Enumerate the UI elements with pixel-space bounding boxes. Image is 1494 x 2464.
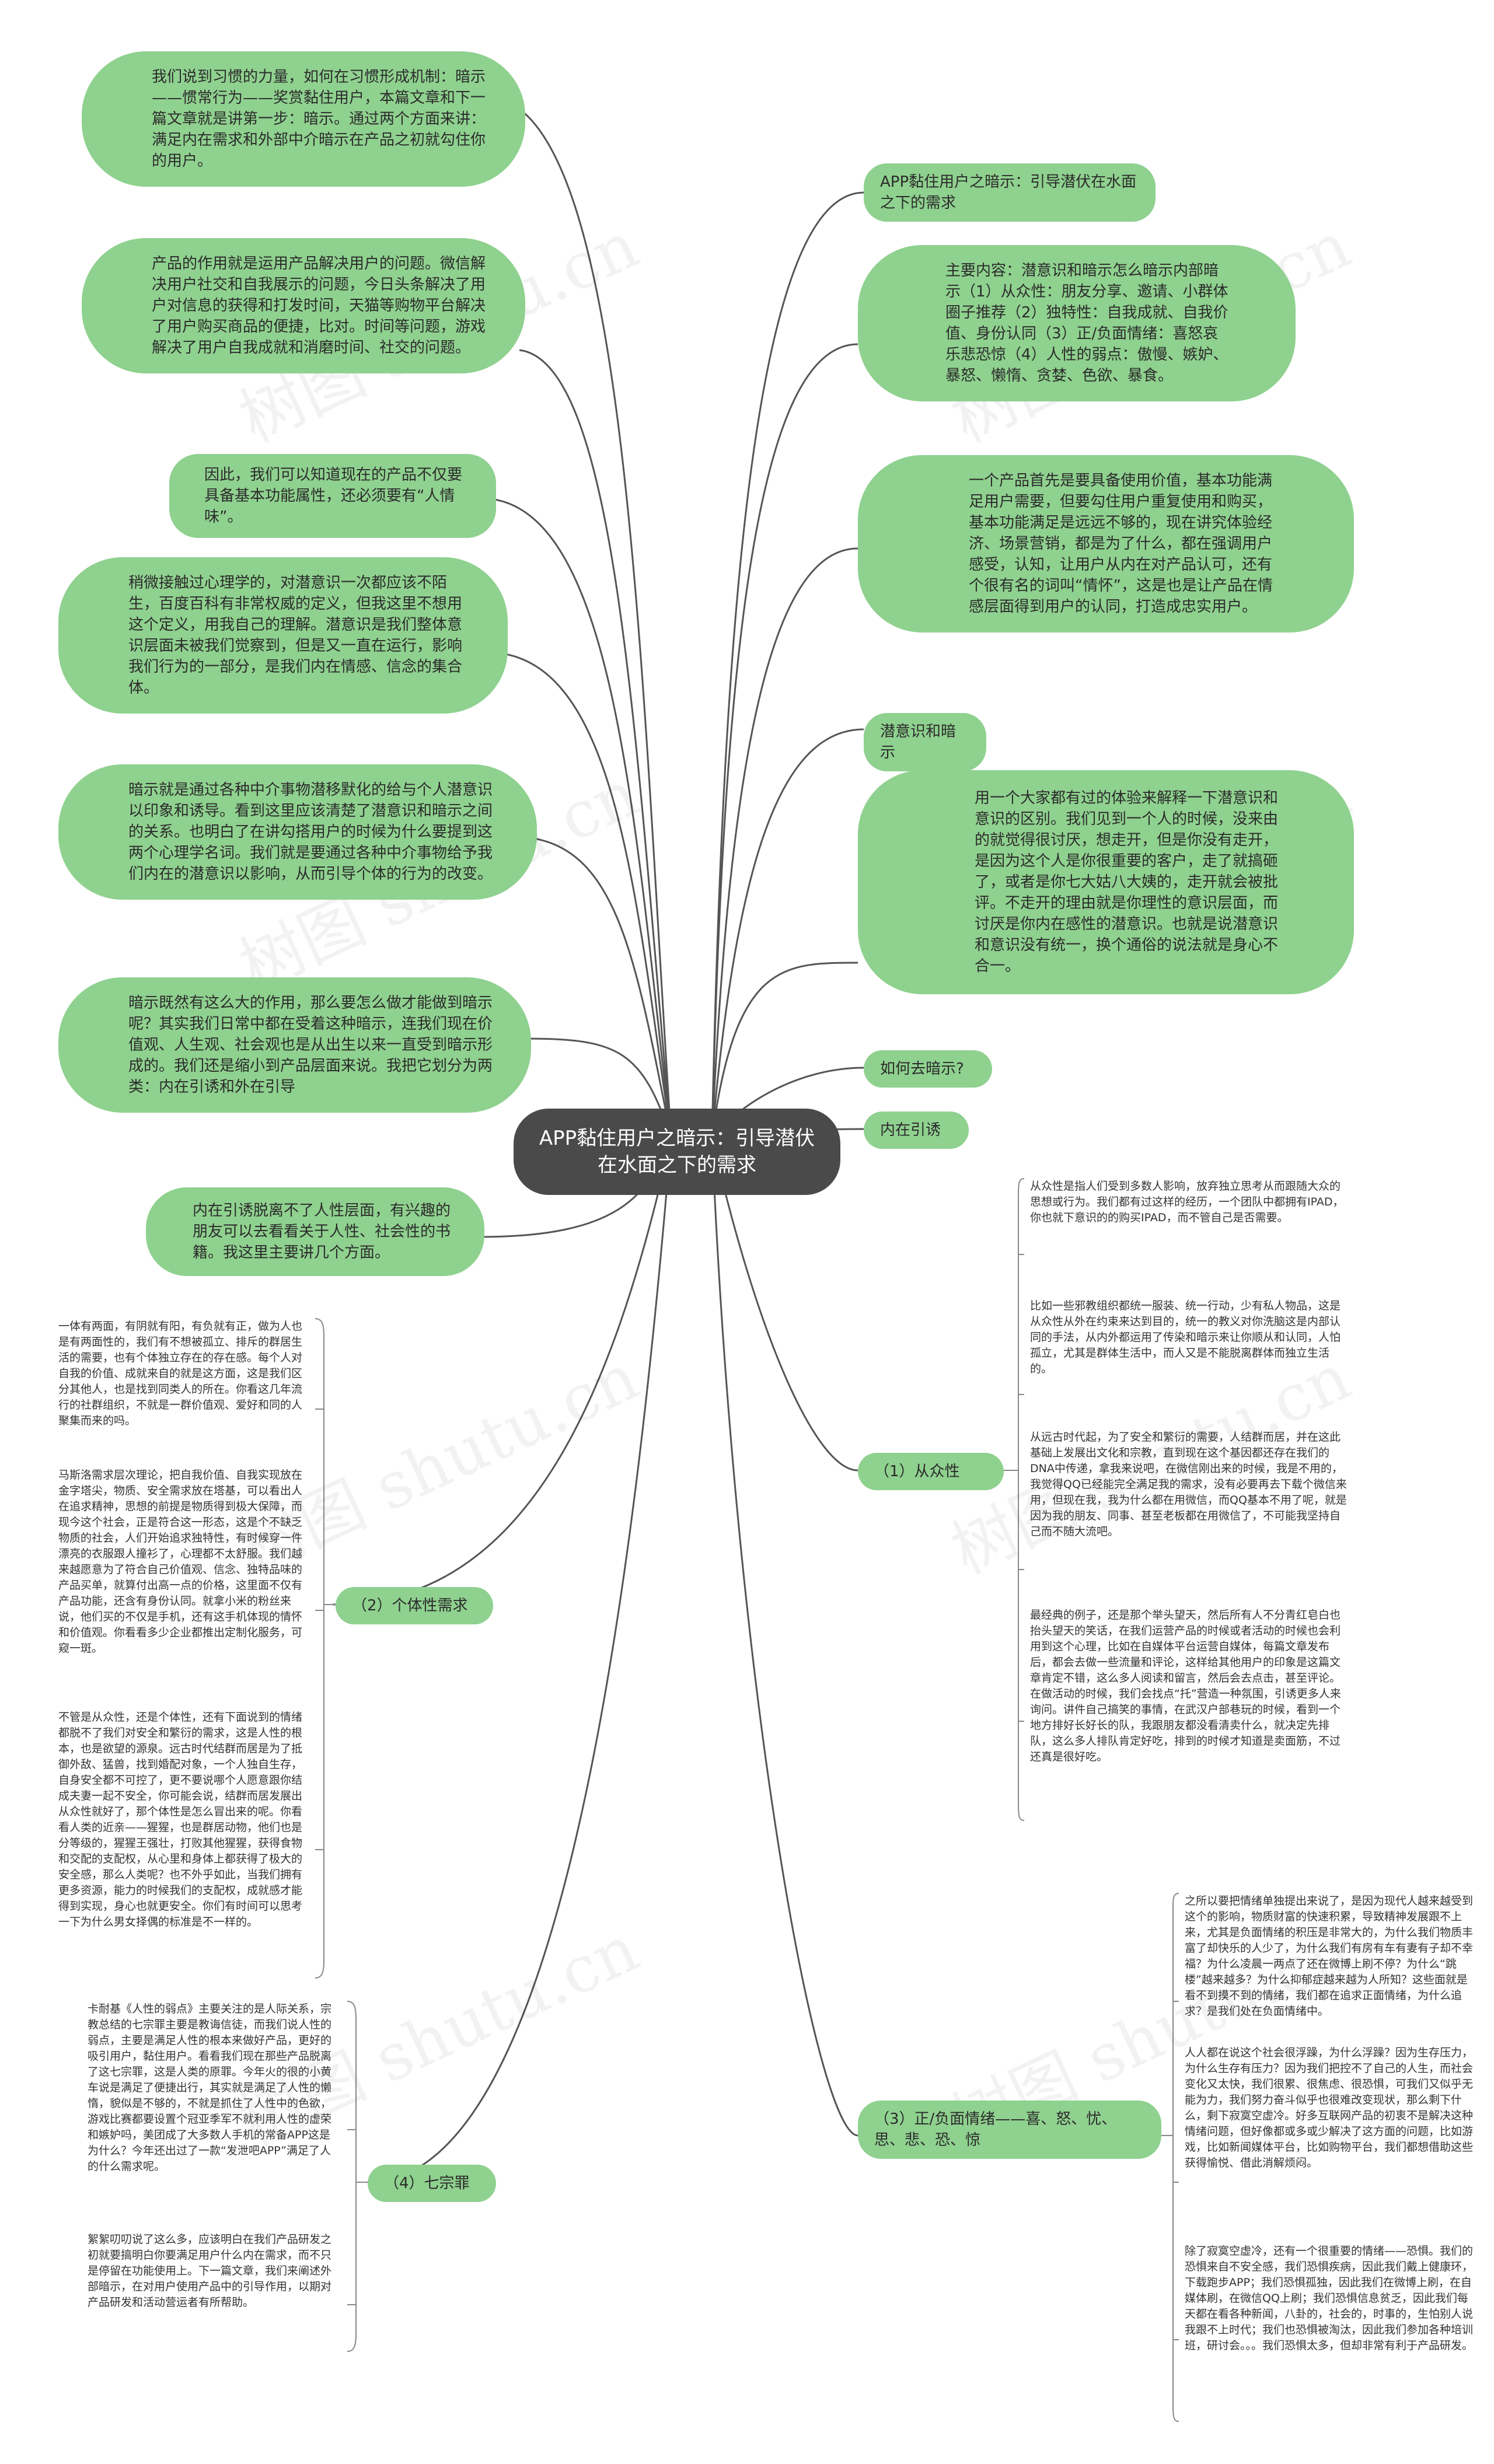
- branch-emotion[interactable]: （3）正/负面情绪——喜、怒、忧、思、悲、恐、惊: [858, 2100, 1161, 2159]
- right-bubble-experience[interactable]: 用一个大家都有过的体验来解释一下潜意识和意识的区别。我们见到一个人的时候，没来由…: [858, 770, 1354, 994]
- conformity-note-2: 比如一些邪教组织都统一服装、统一行动，少有私人物品，这是从众性从外在约束来达到目…: [1030, 1299, 1341, 1375]
- left-bubble-inner-temptation[interactable]: 内在引诱脱离不了人性层面，有兴趣的朋友可以去看看关于人性、社会性的书籍。我这里主…: [146, 1187, 484, 1276]
- left-bubble-how-to-suggest[interactable]: 暗示既然有这么大的作用，那么要怎么做才能做到暗示呢？其实我们日常中都在受着这种暗…: [58, 977, 531, 1113]
- left-bubble-habit[interactable]: 我们说到习惯的力量，如何在习惯形成机制：暗示——惯常行为——奖赏黏住用户，本篇文…: [82, 51, 525, 187]
- seven-sins-note-2: 絮絮叨叨说了这么多，应该明白在我们产品研发之初就要搞明白你要满足用户什么内在需求…: [88, 2233, 332, 2309]
- left-bubble-suggestion[interactable]: 暗示就是通过各种中介事物潜移默化的给与个人潜意识以印象和诱导。看到这里应该清楚了…: [58, 764, 537, 900]
- individuality-note-3: 不管是从众性，还是个体性，还有下面说到的情绪都脱不了我们对安全和繁衍的需求，这是…: [58, 1711, 303, 1928]
- branch-individuality[interactable]: （2）个体性需求: [336, 1587, 493, 1624]
- branch-seven-sins[interactable]: （4）七宗罪: [368, 2165, 496, 2202]
- right-pill-inner[interactable]: 内在引诱: [864, 1112, 969, 1149]
- root-node[interactable]: APP黏住用户之暗示：引导潜伏在水面之下的需求: [514, 1109, 840, 1195]
- right-bubble-main-content[interactable]: 主要内容：潜意识和暗示怎么暗示内部暗示（1）从众性：朋友分享、邀请、小群体圈子推…: [858, 245, 1296, 401]
- emotion-note-1: 之所以要把情绪单独提出来说了，是因为现代人越来越受到这个的影响，物质财富的快速积…: [1185, 1895, 1474, 2018]
- conformity-note-3: 从远古时代起，为了安全和繁衍的需要，人结群而居，并在这此基础上发展出文化和宗教，…: [1030, 1431, 1347, 1538]
- left-bubble-human-touch[interactable]: 因此，我们可以知道现在的产品不仅要具备基本功能属性，还必须要有“人情味”。: [169, 454, 496, 538]
- individuality-note-1: 一体有两面，有阴就有阳，有负就有正，做为人也是有两面性的，我们有不想被孤立、排斥…: [58, 1320, 303, 1427]
- conformity-note-1: 从众性是指人们受到多数人影响，放弃独立思考从而跟随大众的思想或行为。我们都有过这…: [1030, 1180, 1344, 1224]
- right-pill-subconscious[interactable]: 潜意识和暗示: [864, 713, 986, 771]
- conformity-note-4: 最经典的例子，还是那个举头望天，然后所有人不分青红皂白也抬头望天的笑话，在我们运…: [1030, 1609, 1341, 1763]
- right-pill-how[interactable]: 如何去暗示?: [864, 1050, 992, 1088]
- individuality-note-2: 马斯洛需求层次理论，把自我价值、自我实现放在金字塔尖，物质、安全需求放在塔基，可…: [58, 1469, 303, 1655]
- right-bubble-product-basis[interactable]: 一个产品首先是要具备使用价值，基本功能满足用户需要，但要勾住用户重复使用和购买，…: [858, 455, 1354, 632]
- left-bubble-subconscious[interactable]: 稍微接触过心理学的，对潜意识一次都应该不陌生，百度百科有非常权威的定义，但我这里…: [58, 557, 508, 714]
- seven-sins-note-1: 卡耐基《人性的弱点》主要关注的是人际关系，宗教总结的七宗罪主要是教诲信徒，而我们…: [88, 2002, 332, 2173]
- emotion-note-3: 除了寂寞空虚冷，还有一个很重要的情绪——恐惧。我们的恐惧来自不安全感，我们恐惧疾…: [1185, 2245, 1474, 2352]
- emotion-note-2: 人人都在说这个社会很浮躁，为什么浮躁？因为生存压力，为什么生存有压力？因为我们把…: [1185, 2046, 1474, 2169]
- left-bubble-product-role[interactable]: 产品的作用就是运用产品解决用户的问题。微信解决用户社交和自我展示的问题，今日头条…: [82, 238, 525, 373]
- branch-conformity[interactable]: （1）从众性: [858, 1453, 1004, 1490]
- right-pill-title[interactable]: APP黏住用户之暗示：引导潜伏在水面之下的需求: [864, 163, 1156, 222]
